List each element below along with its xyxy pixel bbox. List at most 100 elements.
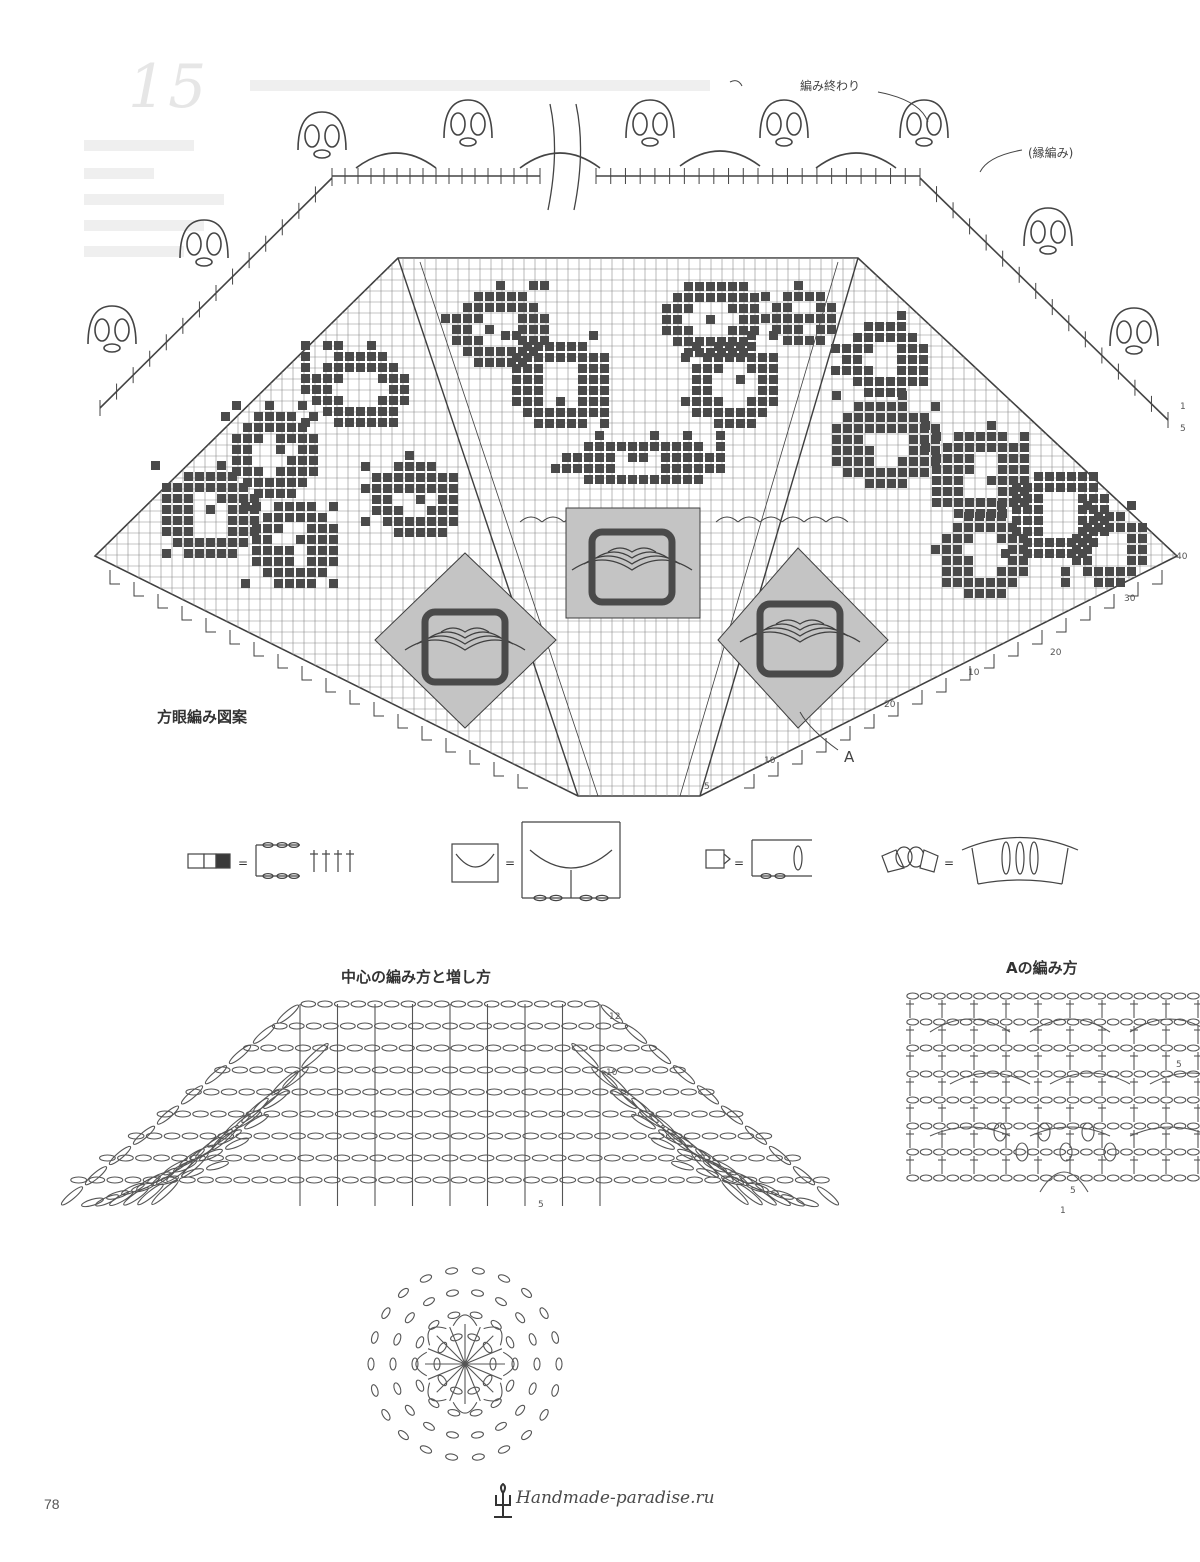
diagonal-chain xyxy=(671,1160,819,1208)
filet-chart-diagram xyxy=(87,80,1179,797)
a-chain-row xyxy=(906,1070,1200,1078)
round-chain xyxy=(551,1331,560,1344)
edging-arc xyxy=(355,152,437,169)
a-chain-row xyxy=(906,992,1200,1000)
row-number: 5 xyxy=(1180,424,1186,434)
edging-arc xyxy=(519,152,601,169)
round-chain xyxy=(521,1429,533,1441)
round-chain xyxy=(370,1384,379,1397)
edging-right-row xyxy=(919,170,1169,428)
motif-block xyxy=(931,501,1028,598)
edging-scallop xyxy=(1109,307,1159,355)
a-shell-cluster xyxy=(1037,1122,1051,1142)
ghost-text-line xyxy=(84,168,154,179)
round-spoke xyxy=(436,1335,466,1365)
svg-text:=: = xyxy=(944,856,954,870)
round-spoke xyxy=(464,1363,481,1402)
round-spoke xyxy=(464,1326,481,1365)
motif-block xyxy=(662,282,759,357)
round-chain xyxy=(471,1431,484,1439)
marker-a-label: A xyxy=(844,748,855,766)
a-shell-cluster xyxy=(993,1122,1007,1142)
round-chain xyxy=(404,1312,415,1324)
round-chain xyxy=(471,1453,485,1461)
round-chain xyxy=(471,1289,484,1297)
round-chain xyxy=(469,1408,483,1417)
divider-line xyxy=(679,261,839,797)
round-chain xyxy=(415,1379,425,1392)
round-chain xyxy=(533,1357,541,1371)
scallop-mark xyxy=(803,516,827,523)
ghost-text-line xyxy=(84,220,204,231)
break-mark xyxy=(573,103,582,211)
chain-row xyxy=(300,1000,600,1008)
a-shell-arc xyxy=(1029,1018,1111,1033)
edging-arc xyxy=(679,150,761,167)
diagonal-chain xyxy=(123,1090,289,1206)
row-number: 10 xyxy=(764,756,776,766)
stepped-edges xyxy=(109,570,1163,789)
round-chain xyxy=(370,1331,379,1344)
divider-line xyxy=(419,261,599,797)
round-chain xyxy=(423,1421,435,1431)
motif-block xyxy=(761,281,836,345)
motif-block xyxy=(832,391,940,488)
row-number: 40 xyxy=(1176,552,1188,562)
legend-filled-block: = xyxy=(187,841,354,879)
diagonal-chain xyxy=(95,1137,249,1207)
round-chain xyxy=(447,1408,461,1417)
round-chain xyxy=(511,1357,519,1371)
shaded-block-center xyxy=(565,507,701,619)
round-spoke xyxy=(464,1363,503,1380)
round-chain xyxy=(397,1287,409,1299)
diagonal-chain xyxy=(60,1004,300,1206)
a-method-label: Aの編み方 xyxy=(1006,959,1078,977)
round-chain xyxy=(381,1307,391,1320)
round-chain xyxy=(515,1404,526,1416)
row-number: 30 xyxy=(1124,594,1136,604)
motif-block xyxy=(441,281,549,367)
motif-block xyxy=(241,502,338,588)
a-chain-row xyxy=(906,1174,1200,1182)
scallop-mark xyxy=(715,516,739,523)
round-chain xyxy=(381,1408,391,1421)
round-chain xyxy=(482,1341,493,1354)
finish-leader xyxy=(877,91,929,123)
round-petal xyxy=(427,1382,447,1402)
motif-block xyxy=(221,401,318,498)
diagonal-chain xyxy=(600,1004,840,1206)
stitch-diagrams xyxy=(60,992,1200,1461)
row-number: 10 xyxy=(968,668,980,678)
edging-left-row xyxy=(99,170,333,416)
round-petal xyxy=(502,1351,515,1377)
round-chain xyxy=(423,1297,435,1307)
edging-scallop xyxy=(179,219,229,267)
a-chain-row xyxy=(906,1018,1200,1026)
round-chain xyxy=(528,1333,537,1346)
edging-arc xyxy=(815,152,897,169)
legend-shell-block: = xyxy=(451,821,621,902)
round-spoke xyxy=(427,1348,466,1365)
watermark-text: Handmade-paradise.ru xyxy=(516,1488,715,1508)
symbol-legend: = = = = xyxy=(187,821,1079,902)
round-chain xyxy=(551,1384,560,1397)
round-chain xyxy=(539,1408,549,1421)
motif-block xyxy=(551,431,725,484)
round-chain xyxy=(497,1445,511,1454)
edging-scallop xyxy=(443,99,493,147)
watermark-logo xyxy=(490,1482,516,1523)
round-chain xyxy=(367,1357,375,1371)
round-petal xyxy=(452,1314,478,1327)
filet-chart-label: 方眼編み図案 xyxy=(157,708,248,726)
round-chain xyxy=(495,1297,507,1307)
round-chain xyxy=(515,1312,526,1324)
a-chain-row xyxy=(906,1096,1200,1104)
diagonal-chain xyxy=(651,1137,805,1207)
page-number: 78 xyxy=(44,1496,60,1512)
chain-row xyxy=(271,1022,629,1030)
round-chain xyxy=(446,1431,459,1439)
a-shell-cluster xyxy=(1103,1142,1117,1162)
round-chain xyxy=(528,1382,537,1395)
round-chain xyxy=(446,1289,459,1297)
round-chain xyxy=(490,1398,502,1409)
